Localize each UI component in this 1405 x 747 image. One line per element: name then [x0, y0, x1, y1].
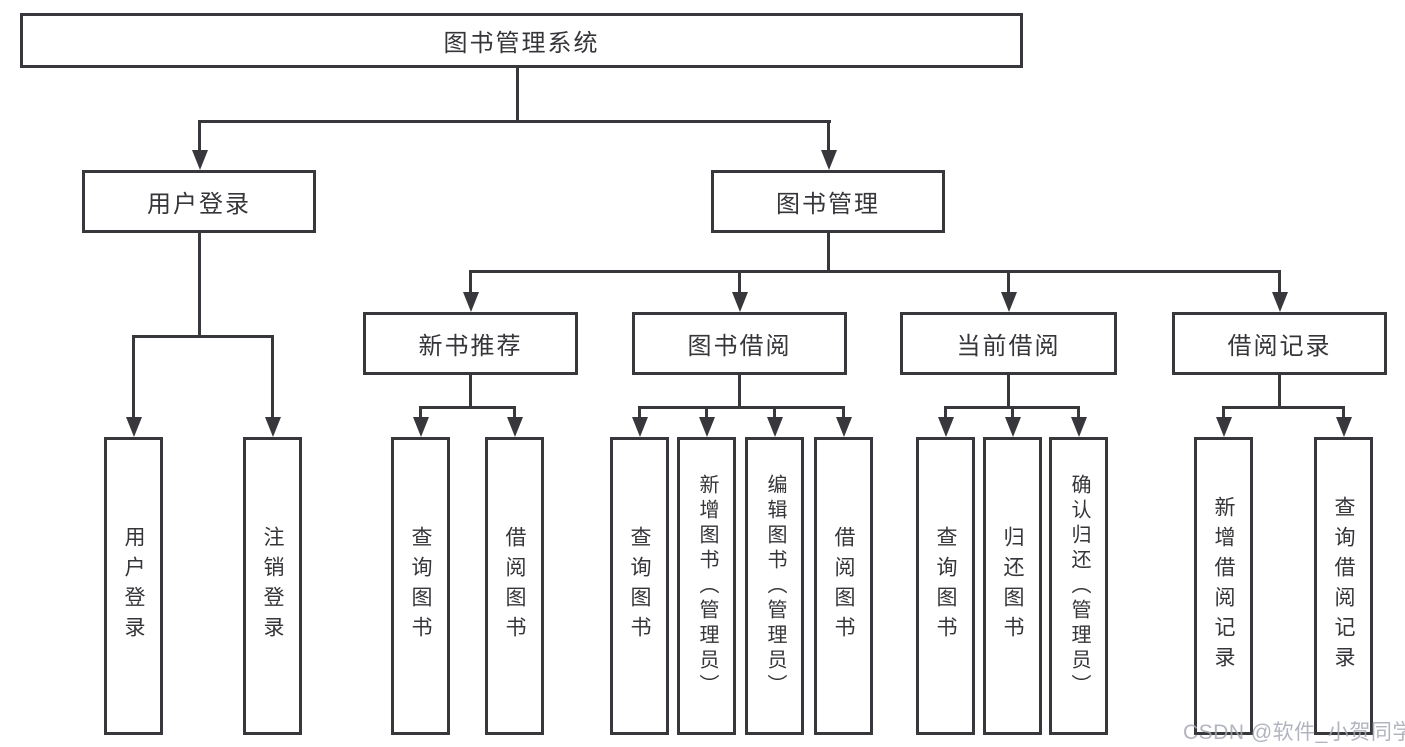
connector-line — [1011, 406, 1014, 419]
leaf-add-book-admin: 新增图书（管理员） — [677, 437, 736, 735]
leaf-user-login: 用户登录 — [104, 437, 163, 735]
connector-line — [738, 270, 741, 294]
arrow-down-icon — [632, 417, 648, 437]
arrow-down-icon — [1272, 292, 1288, 312]
leaf-query-books-current: 查询图书 — [916, 437, 975, 735]
arrow-down-icon — [1005, 417, 1021, 437]
connector-line — [827, 233, 830, 270]
connector-line — [198, 233, 201, 335]
connector-line — [132, 335, 274, 338]
node-book-borrow: 图书借阅 — [632, 312, 847, 375]
leaf-query-borrow-record: 查询借阅记录 — [1314, 437, 1373, 735]
connector-line — [773, 406, 776, 419]
leaf-return-book: 归还图书 — [983, 437, 1042, 735]
connector-line — [638, 406, 845, 409]
connector-line — [419, 406, 516, 409]
arrow-down-icon — [1216, 417, 1232, 437]
arrow-down-icon — [767, 417, 783, 437]
connector-line — [132, 335, 135, 417]
connector-line — [1342, 406, 1345, 419]
arrow-down-icon — [1336, 417, 1352, 437]
node-borrow-records: 借阅记录 — [1172, 312, 1387, 375]
arrow-down-icon — [192, 150, 208, 170]
connector-line — [271, 335, 274, 417]
arrow-down-icon — [413, 417, 429, 437]
connector-line — [469, 270, 472, 294]
arrow-down-icon — [463, 292, 479, 312]
arrow-down-icon — [1071, 417, 1087, 437]
node-book-management: 图书管理 — [711, 170, 945, 233]
node-user-login: 用户登录 — [82, 170, 316, 233]
connector-line — [1278, 375, 1281, 406]
node-new-book-recommend: 新书推荐 — [363, 312, 578, 375]
connector-line — [1007, 270, 1010, 294]
arrow-down-icon — [732, 292, 748, 312]
connector-line — [638, 406, 641, 419]
connector-line — [944, 406, 947, 419]
arrow-down-icon — [699, 417, 715, 437]
connector-line — [516, 68, 519, 120]
connector-line — [469, 270, 1281, 273]
csdn-watermark: CSDN @软件_小贺同学 — [1183, 721, 1405, 744]
arrow-down-icon — [938, 417, 954, 437]
connector-line — [842, 406, 845, 419]
arrow-down-icon — [126, 417, 142, 437]
arrow-down-icon — [507, 417, 523, 437]
leaf-edit-book-admin: 编辑图书（管理员） — [745, 437, 804, 735]
connector-line — [513, 406, 516, 419]
node-current-borrow: 当前借阅 — [900, 312, 1117, 375]
connector-line — [1222, 406, 1345, 409]
arrow-down-icon — [265, 417, 281, 437]
node-root: 图书管理系统 — [20, 13, 1023, 68]
arrow-down-icon — [821, 150, 837, 170]
connector-line — [1077, 406, 1080, 419]
connector-line — [1007, 375, 1010, 406]
leaf-borrow-books-recommend: 借阅图书 — [485, 437, 544, 735]
connector-line — [469, 375, 472, 406]
leaf-add-borrow-record: 新增借阅记录 — [1194, 437, 1253, 735]
leaf-confirm-return-admin: 确认归还（管理员） — [1049, 437, 1108, 735]
arrow-down-icon — [1001, 292, 1017, 312]
connector-line — [738, 375, 741, 406]
connector-line — [1278, 270, 1281, 294]
leaf-borrow-books-borrow: 借阅图书 — [814, 437, 873, 735]
arrow-down-icon — [836, 417, 852, 437]
connector-line — [419, 406, 422, 419]
leaf-query-books-borrow: 查询图书 — [610, 437, 669, 735]
connector-line — [198, 120, 201, 151]
connector-line — [198, 120, 831, 123]
leaf-logout: 注销登录 — [243, 437, 302, 735]
connector-line — [1222, 406, 1225, 419]
connector-line — [827, 120, 830, 151]
connector-line — [705, 406, 708, 419]
leaf-query-books-recommend: 查询图书 — [391, 437, 450, 735]
